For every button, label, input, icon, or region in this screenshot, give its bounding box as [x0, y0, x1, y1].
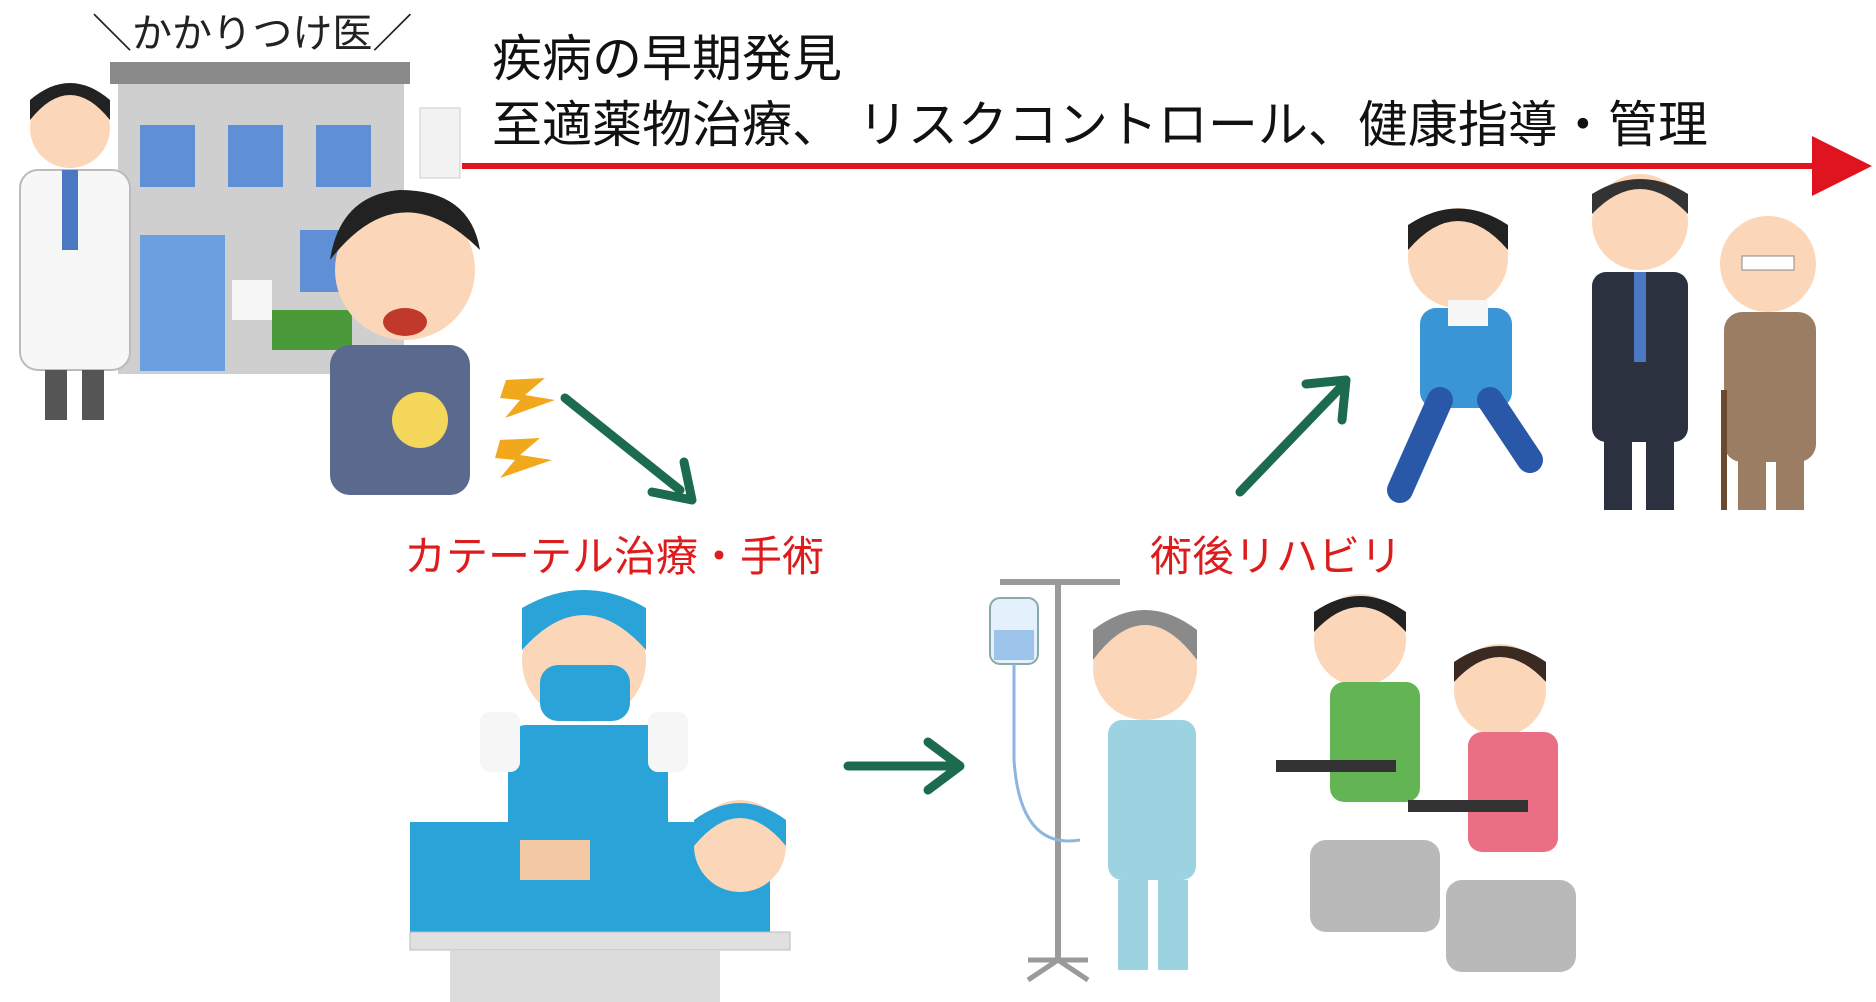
- timeline-heading-1: 疾病の早期発見: [492, 30, 842, 88]
- green-arrow-right: [843, 737, 965, 795]
- doctor-icon: [19, 83, 131, 420]
- post-op-rehab-label: 術後リハビリ: [1150, 532, 1403, 581]
- elderly-man-icon: [1720, 216, 1816, 510]
- clinic-label: ＼かかりつけ医／: [92, 11, 413, 57]
- green-arrow-up-right: [1235, 375, 1351, 497]
- catheter-surgery-label: カテーテル治療・手術: [404, 532, 825, 581]
- surgery-bed-icon: [409, 800, 791, 1002]
- jogging-man-icon: [1387, 208, 1543, 503]
- iv-patient-icon: [1093, 610, 1197, 970]
- pain-lightning-icon: [495, 378, 555, 478]
- chest-pain-patient-icon: [330, 190, 480, 495]
- timeline-heading-2: 至適薬物治療、 リスクコントロール、健康指導・管理: [492, 96, 1708, 154]
- iv-stand-icon: [989, 579, 1120, 983]
- businessman-icon: [1592, 174, 1688, 510]
- surgeon-icon: [480, 590, 688, 855]
- exercise-bikes-icon: [1276, 594, 1576, 972]
- green-arrow-down-right: [560, 393, 697, 505]
